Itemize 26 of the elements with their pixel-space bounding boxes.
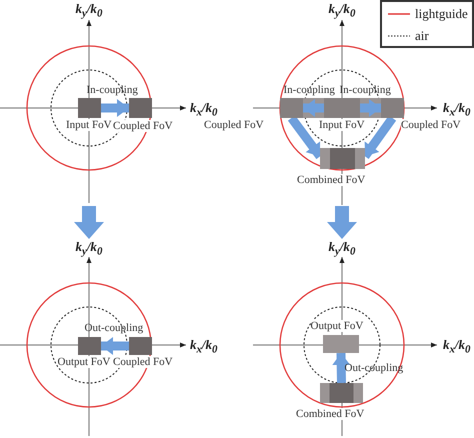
fov-label: Input FoV: [66, 119, 112, 131]
axis-label: k$_{y}$/k$_{0}$: [328, 240, 356, 259]
arrow: [101, 337, 129, 355]
arrow: [101, 99, 129, 117]
fov-label: Coupled FoV: [113, 120, 173, 132]
edge-label: In-coupling: [284, 84, 335, 96]
axis-label: k$_{x}$/k$_{0}$: [190, 338, 218, 357]
axis-label: k$_{x}$/k$_{0}$: [443, 101, 470, 120]
fov-label: Combined FoV: [297, 174, 366, 186]
fov-label: Input FoV: [319, 119, 365, 131]
axis-label: k$_{y}$/k$_{0}$: [76, 240, 102, 259]
axis-label: k$_{y}$/k$_{0}$: [76, 2, 102, 21]
fov-label: Coupled FoV: [113, 356, 173, 368]
fov-label: Combined FoV: [296, 408, 364, 420]
arrow: [332, 352, 350, 384]
axis-label: k$_{y}$/k$_{0}$: [328, 2, 356, 21]
fov-label: Coupled FoV: [204, 119, 264, 131]
arrow: [360, 99, 381, 117]
axis-label: k$_{x}$/k$_{0}$: [443, 338, 470, 357]
legend-label: air: [415, 28, 429, 44]
arrow: [303, 99, 324, 117]
axis-label: k$_{x}$/k$_{0}$: [190, 101, 218, 120]
fov-label: Output FoV: [310, 320, 364, 332]
fov-label: Output FoV: [58, 356, 110, 368]
fov-label: Coupled FoV: [401, 119, 461, 131]
legend-label: lightguide: [415, 6, 468, 22]
